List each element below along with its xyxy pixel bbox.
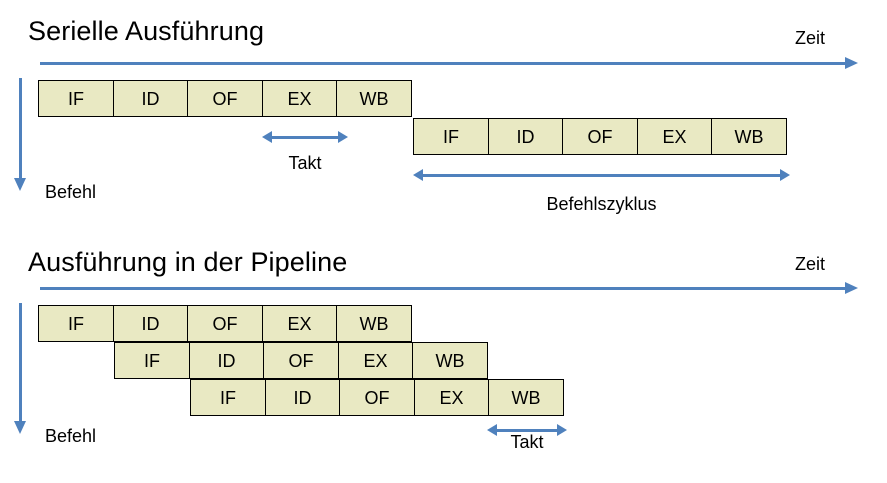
stage-cell: IF	[114, 342, 190, 379]
pipeline-instruction-axis-line	[19, 303, 22, 421]
pipeline-instruction-row-3: IF ID OF EX WB	[190, 379, 564, 416]
arrowhead-left-icon	[413, 169, 423, 181]
pipeline-time-axis-line	[40, 287, 846, 290]
pipeline-instruction-axis-arrowhead-icon	[14, 421, 26, 434]
stage-cell: OF	[187, 305, 263, 342]
pipeline-takt-label: Takt	[510, 432, 544, 452]
measure-bar	[271, 136, 339, 139]
serial-instruction-axis-line	[19, 78, 22, 178]
pipeline-takt-measure-arrow	[487, 424, 567, 436]
serial-takt-label: Takt	[288, 153, 322, 173]
stage-cell: WB	[711, 118, 787, 155]
stage-cell: EX	[337, 342, 414, 379]
arrowhead-left-icon	[262, 131, 272, 143]
arrowhead-right-icon	[557, 424, 567, 436]
stage-cell: EX	[261, 80, 338, 117]
arrowhead-right-icon	[780, 169, 790, 181]
serial-section-title: Serielle Ausführung	[28, 16, 265, 46]
stage-cell: OF	[339, 379, 415, 416]
serial-time-axis-arrowhead-icon	[845, 57, 858, 69]
stage-cell: WB	[336, 305, 412, 342]
stage-cell: ID	[188, 342, 265, 379]
stage-cell: IF	[38, 305, 114, 342]
stage-cell: WB	[412, 342, 488, 379]
serial-instruction-axis-arrowhead-icon	[14, 178, 26, 191]
pipeline-time-axis-arrowhead-icon	[845, 282, 858, 294]
pipeline-instruction-row-2: IF ID OF EX WB	[114, 342, 488, 379]
pipeline-instruction-axis-label: Befehl	[45, 426, 97, 446]
measure-bar	[496, 429, 558, 432]
arrowhead-left-icon	[487, 424, 497, 436]
arrowhead-right-icon	[338, 131, 348, 143]
stage-cell: WB	[488, 379, 564, 416]
measure-bar	[422, 174, 781, 177]
serial-befehlszyklus-measure-arrow	[413, 169, 790, 181]
pipeline-instruction-row-1: IF ID OF EX WB	[38, 305, 412, 342]
stage-cell: EX	[261, 305, 338, 342]
stage-cell: IF	[413, 118, 489, 155]
stage-cell: OF	[187, 80, 263, 117]
serial-instruction-row-1: IF ID OF EX WB	[38, 80, 412, 117]
serial-befehlszyklus-label: Befehlszyklus	[546, 194, 657, 214]
serial-time-axis-label: Zeit	[795, 28, 826, 48]
stage-cell: ID	[264, 379, 341, 416]
serial-instruction-axis-label: Befehl	[45, 182, 97, 202]
stage-cell: OF	[263, 342, 339, 379]
stage-cell: WB	[336, 80, 412, 117]
stage-cell: IF	[190, 379, 266, 416]
stage-cell: ID	[487, 118, 564, 155]
pipeline-section-title: Ausführung in der Pipeline	[28, 247, 348, 277]
stage-cell: IF	[38, 80, 114, 117]
stage-cell: ID	[112, 305, 189, 342]
stage-cell: EX	[413, 379, 490, 416]
serial-time-axis-line	[40, 62, 846, 65]
serial-takt-measure-arrow	[262, 131, 348, 143]
stage-cell: EX	[636, 118, 713, 155]
stage-cell: ID	[112, 80, 189, 117]
pipeline-time-axis-label: Zeit	[795, 254, 826, 274]
stage-cell: OF	[562, 118, 638, 155]
serial-instruction-row-2: IF ID OF EX WB	[413, 118, 787, 155]
